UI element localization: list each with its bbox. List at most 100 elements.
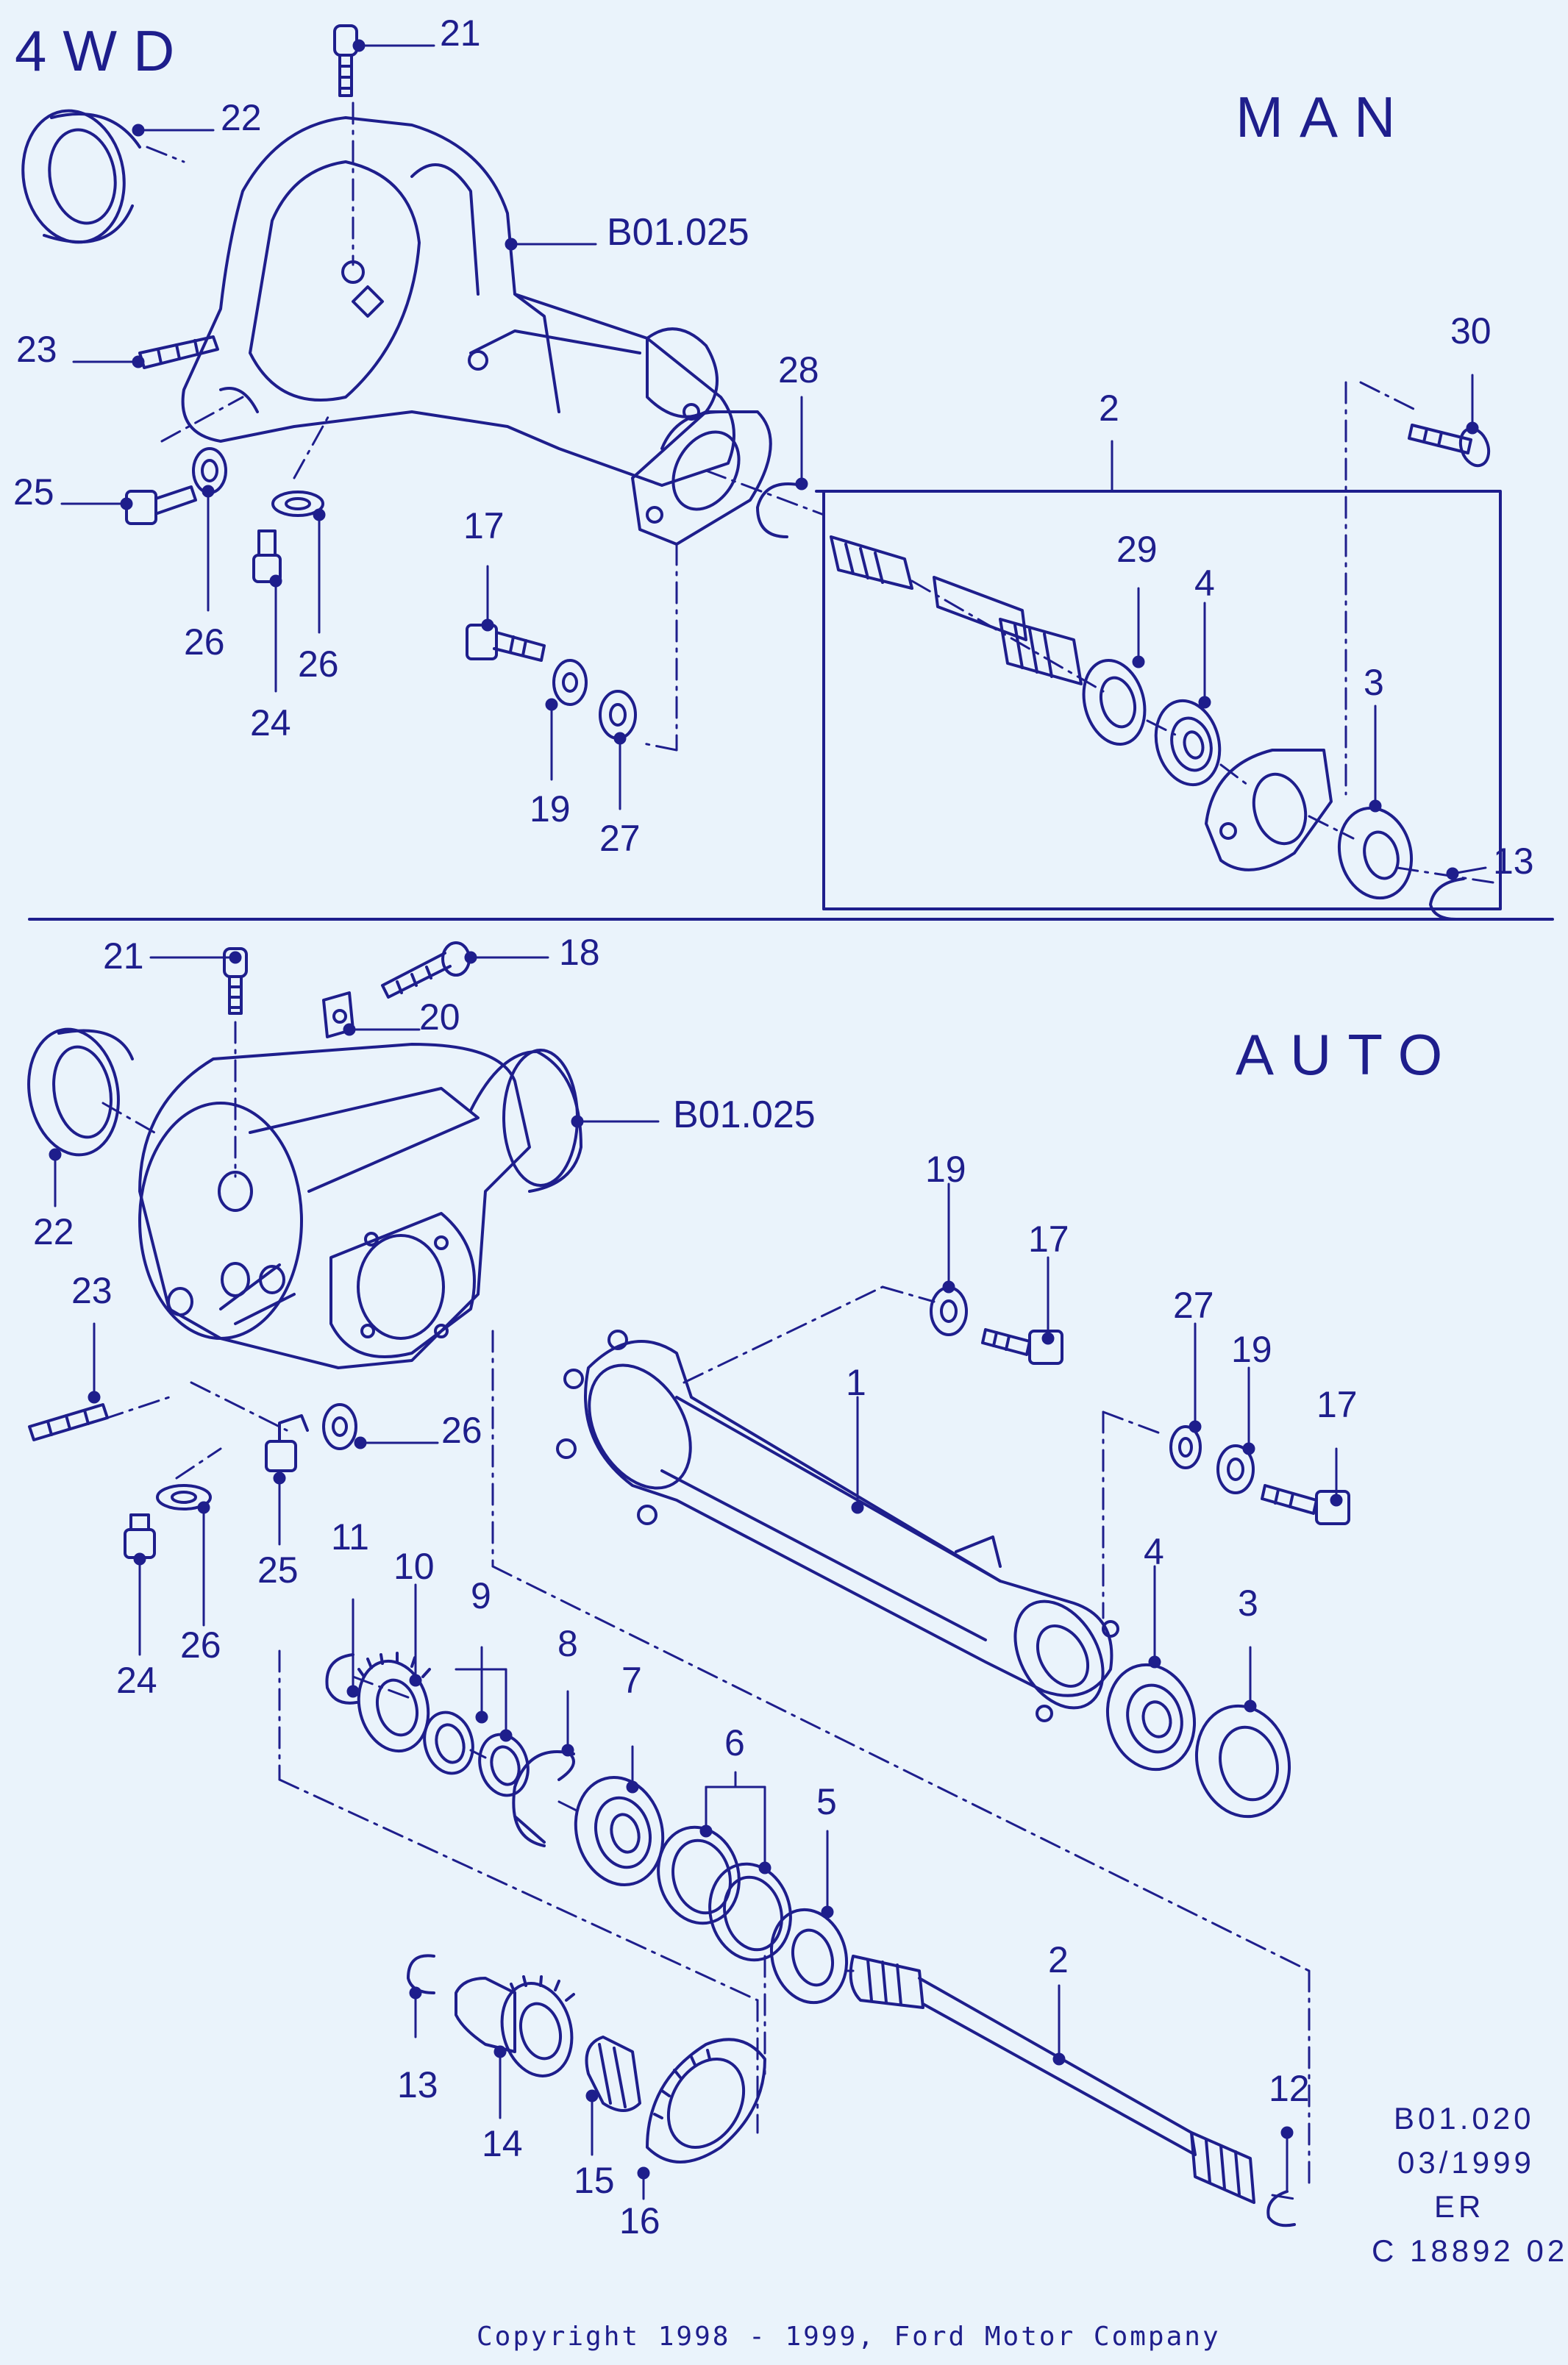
auto-plug-24 bbox=[124, 1513, 156, 1559]
callout-auto-10: 10 bbox=[393, 1546, 435, 1587]
callout-auto-11: 11 bbox=[331, 1516, 369, 1558]
auto-axle-tube-1 bbox=[556, 1330, 1119, 1722]
man-washer-27 bbox=[599, 690, 637, 740]
callout-man-19: 19 bbox=[530, 788, 571, 830]
callout-auto-21: 21 bbox=[103, 935, 144, 977]
auto-washer-27 bbox=[1169, 1425, 1202, 1469]
auto-oil-seal-22 bbox=[27, 1027, 134, 1157]
man-center-lines bbox=[146, 101, 1494, 884]
auto-bushing-15 bbox=[585, 2036, 641, 2112]
callout-auto-23: 23 bbox=[71, 1270, 113, 1311]
callout-auto-3: 3 bbox=[1238, 1583, 1258, 1624]
callout-auto-24: 24 bbox=[116, 1660, 157, 1701]
auto-bolt-17b bbox=[1261, 1484, 1350, 1525]
section-title-man: MAN bbox=[1236, 85, 1412, 149]
callout-auto-b01025: B01.025 bbox=[673, 1094, 816, 1136]
man-bolt-25 bbox=[125, 485, 197, 525]
callout-man-21: 21 bbox=[440, 13, 481, 54]
auto-seal-3 bbox=[1194, 1704, 1291, 1819]
callout-auto-19a: 19 bbox=[925, 1149, 966, 1190]
auto-bearing-4 bbox=[1105, 1663, 1197, 1772]
auto-washer-19a bbox=[930, 1286, 968, 1336]
drive-type-label: 4WD bbox=[15, 18, 191, 83]
auto-bolt-25 bbox=[265, 1414, 309, 1472]
callout-man-2: 2 bbox=[1099, 388, 1119, 429]
auto-bolt-18 bbox=[381, 941, 471, 999]
callout-man-29: 29 bbox=[1116, 529, 1158, 570]
callout-man-13: 13 bbox=[1493, 841, 1534, 882]
callout-auto-22: 22 bbox=[33, 1211, 74, 1252]
callout-man-28: 28 bbox=[778, 349, 819, 390]
callout-man-25: 25 bbox=[13, 471, 54, 513]
man-seal-3 bbox=[1337, 806, 1414, 900]
man-breather-21 bbox=[333, 24, 358, 97]
callout-auto-14: 14 bbox=[482, 2123, 523, 2164]
man-retainer-plate bbox=[1205, 749, 1333, 871]
auto-center-lines bbox=[101, 1021, 1311, 2200]
auto-washer-26a bbox=[322, 1403, 357, 1450]
auto-washer-19b bbox=[1216, 1444, 1255, 1494]
man-plug-24 bbox=[252, 529, 282, 583]
callout-auto-12: 12 bbox=[1269, 2068, 1310, 2109]
auto-leaders bbox=[49, 951, 1343, 2200]
callout-man-27: 27 bbox=[599, 818, 641, 859]
callout-auto-8: 8 bbox=[557, 1623, 578, 1664]
callout-man-26a: 26 bbox=[184, 621, 225, 663]
man-circlip-13 bbox=[1429, 877, 1465, 921]
auto-gear-10 bbox=[357, 1652, 431, 1753]
callout-auto-4: 4 bbox=[1144, 1531, 1164, 1572]
man-circlip-28 bbox=[756, 482, 803, 538]
man-housing-b01025 bbox=[181, 116, 735, 487]
callout-auto-16: 16 bbox=[619, 2200, 660, 2241]
callout-auto-17a: 17 bbox=[1028, 1219, 1069, 1260]
callout-auto-26b: 26 bbox=[180, 1624, 221, 1666]
man-seal-29 bbox=[1082, 659, 1147, 746]
man-flange-housing bbox=[631, 403, 772, 546]
callout-auto-25: 25 bbox=[257, 1549, 299, 1591]
callout-man-17: 17 bbox=[463, 505, 505, 546]
man-washer-19 bbox=[552, 659, 588, 706]
callout-man-23: 23 bbox=[16, 329, 57, 370]
callout-auto-19b: 19 bbox=[1231, 1329, 1272, 1370]
man-axle-shaft-2 bbox=[830, 535, 1083, 685]
callout-auto-27: 27 bbox=[1173, 1285, 1214, 1326]
callout-man-3: 3 bbox=[1364, 662, 1384, 703]
auto-shim-9a bbox=[423, 1711, 474, 1775]
auto-snap-ring-8 bbox=[512, 1750, 575, 1847]
callout-auto-13: 13 bbox=[397, 2064, 438, 2105]
man-bolt-30 bbox=[1408, 424, 1491, 468]
reference-code: B01.020 bbox=[1394, 2101, 1535, 2136]
auto-bearing-7 bbox=[574, 1775, 665, 1887]
callout-man-30: 30 bbox=[1450, 310, 1492, 352]
man-shaft-group-frame bbox=[815, 490, 1502, 910]
callout-auto-15: 15 bbox=[574, 2160, 615, 2201]
man-oil-seal-22 bbox=[21, 109, 141, 244]
callout-auto-7: 7 bbox=[621, 1660, 642, 1701]
man-bearing-4 bbox=[1154, 699, 1222, 787]
auto-ring-gear-16 bbox=[646, 2038, 766, 2164]
man-bolt-17 bbox=[466, 624, 546, 662]
callout-auto-20: 20 bbox=[419, 996, 460, 1038]
man-leaders bbox=[60, 39, 1487, 880]
callout-auto-17b: 17 bbox=[1316, 1384, 1358, 1425]
auto-circlip-13 bbox=[407, 1954, 435, 1994]
auto-shim-9b bbox=[478, 1733, 530, 1797]
catalog-number: C 18892 02 bbox=[1372, 2233, 1568, 2268]
auto-housing-b01025 bbox=[138, 1043, 582, 1369]
revision-date: 03/1999 bbox=[1397, 2145, 1535, 2180]
auto-seal-5 bbox=[769, 1908, 849, 2005]
auto-stud-23 bbox=[28, 1403, 109, 1441]
callout-man-4: 4 bbox=[1194, 563, 1215, 604]
callout-auto-18: 18 bbox=[559, 932, 600, 973]
section-title-auto: AUTO bbox=[1236, 1022, 1459, 1087]
man-washer-26b bbox=[271, 491, 324, 517]
callout-man-b01025: B01.025 bbox=[607, 211, 749, 254]
callout-auto-9: 9 bbox=[471, 1575, 491, 1616]
auto-bolt-17a bbox=[981, 1328, 1063, 1365]
callout-auto-1: 1 bbox=[846, 1362, 866, 1403]
copyright-notice: Copyright 1998 - 1999, Ford Motor Compan… bbox=[477, 2322, 1221, 2352]
callout-auto-5: 5 bbox=[816, 1781, 837, 1822]
callout-auto-2: 2 bbox=[1048, 1939, 1069, 1980]
region-code: ER bbox=[1434, 2189, 1485, 2224]
